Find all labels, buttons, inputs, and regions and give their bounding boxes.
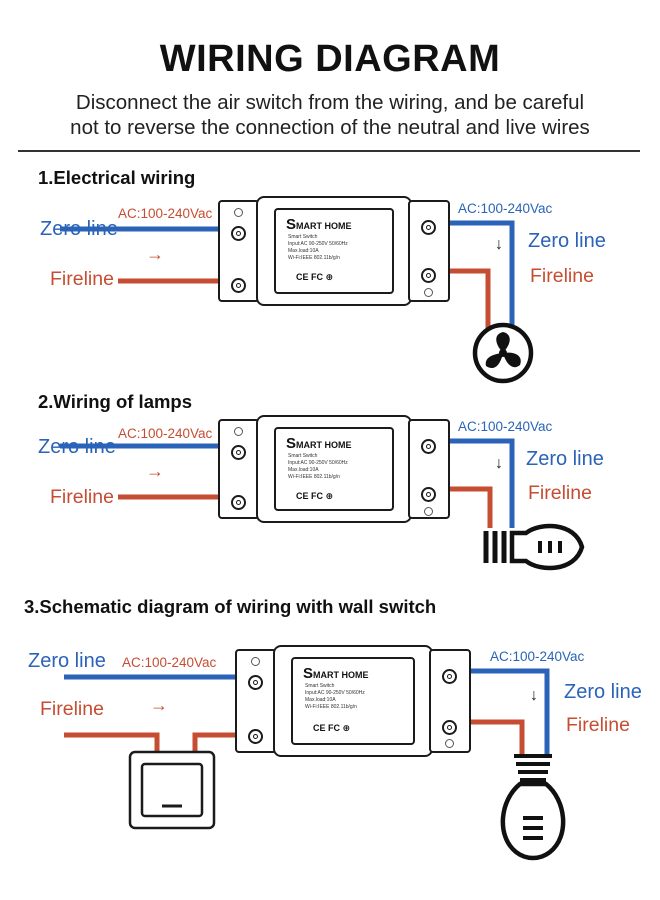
- s2-output-live-wire: [436, 486, 493, 528]
- s1-out-fireline-label: Fireline: [530, 265, 594, 287]
- s3-cert-marks: CE FC ⊕: [313, 723, 351, 733]
- s2-ac-input-label: AC:100-240Vac: [118, 426, 213, 441]
- s1-fireline-label: Fireline: [50, 268, 114, 290]
- s2-ac-output-label: AC:100-240Vac: [458, 419, 553, 434]
- s3-arrow-right-icon: →: [150, 695, 168, 715]
- s3-input-live-wire: [64, 732, 160, 752]
- s3-smart-switch-module: SMART HOME Smart Switch Input:AC 90-250V…: [235, 645, 471, 757]
- s2-terminal-in-l: [231, 495, 246, 510]
- s2-zero-line-label: Zero line: [38, 436, 116, 458]
- s2-output-terminal-block: [408, 419, 450, 519]
- s2-module-body: SMART HOME Smart Switch Input:AC 90-250V…: [256, 415, 412, 523]
- subtitle-line-1: Disconnect the air switch from the wirin…: [75, 91, 585, 114]
- s3-out-fireline-label: Fireline: [566, 714, 630, 736]
- section-2-wires: [60, 438, 515, 528]
- s1-output-live-wire: [436, 268, 491, 332]
- s1-terminal-in-n: [231, 226, 246, 241]
- s3-ac-output-label: AC:100-240Vac: [490, 649, 585, 664]
- s3-module-label-panel: SMART HOME Smart Switch Input:AC 90-250V…: [291, 657, 415, 745]
- s1-terminal-out-l: [421, 268, 436, 283]
- s1-zero-line-label: Zero line: [40, 218, 118, 240]
- s3-input-terminal-block: [235, 649, 277, 753]
- s2-terminal-out-l: [421, 487, 436, 502]
- wall-switch-icon: [128, 750, 216, 830]
- s3-output-terminal-block: [429, 649, 471, 753]
- s3-zero-line-label: Zero line: [28, 650, 106, 672]
- s2-output-neutral-wire: [436, 438, 515, 528]
- section-1-title: 1.Electrical wiring: [38, 167, 196, 188]
- s2-fireline-label: Fireline: [50, 486, 114, 508]
- s1-input-terminal-block: [218, 200, 260, 302]
- s2-out-zero-line-label: Zero line: [526, 448, 604, 470]
- fan-icon: [472, 322, 534, 384]
- bulb-icon: [483, 523, 585, 571]
- s3-out-zero-line-label: Zero line: [564, 681, 642, 703]
- hanging-bulb-icon: [500, 754, 566, 861]
- s1-terminal-in-l: [231, 278, 246, 293]
- s3-terminal-in-n: [248, 675, 263, 690]
- s3-terminal-in-l: [248, 729, 263, 744]
- s1-output-neutral-wire: [436, 220, 515, 332]
- s2-terminal-in-n: [231, 445, 246, 460]
- s2-smart-switch-module: SMART HOME Smart Switch Input:AC 90-250V…: [218, 415, 450, 523]
- s3-brand-text: SMART HOME: [303, 665, 369, 682]
- s2-module-label-panel: SMART HOME Smart Switch Input:AC 90-250V…: [274, 427, 394, 511]
- divider: [18, 150, 640, 152]
- section-1-wires: [60, 220, 515, 332]
- s2-out-fireline-label: Fireline: [528, 482, 592, 504]
- s2-arrow-down-icon: ↓: [495, 455, 503, 472]
- section-2-title: 2.Wiring of lamps: [38, 391, 193, 412]
- s2-arrow-right-icon: →: [146, 461, 164, 481]
- s2-terminal-out-n: [421, 439, 436, 454]
- s1-smart-switch-module: SMART HOME Smart Switch Input:AC 90-250V…: [218, 196, 450, 306]
- s3-output-neutral-wire: [455, 668, 550, 755]
- subtitle-line-2: not to reverse the connection of the neu…: [70, 116, 590, 139]
- s2-input-terminal-block: [218, 419, 260, 519]
- section-3-title: 3.Schematic diagram of wiring with wall …: [24, 596, 437, 617]
- s2-cert-marks: CE FC ⊕: [296, 491, 334, 501]
- s2-brand-text: SMART HOME: [286, 435, 352, 452]
- page-title: WIRING DIAGRAM: [159, 38, 501, 80]
- s3-module-body: SMART HOME Smart Switch Input:AC 90-250V…: [273, 645, 433, 757]
- s3-output-live-wire: [455, 719, 525, 755]
- s1-arrow-right-icon: →: [146, 244, 164, 264]
- s1-out-zero-line-label: Zero line: [528, 230, 606, 252]
- s1-module-label-panel: SMART HOME Smart Switch Input:AC 90-250V…: [274, 208, 394, 294]
- s3-switch-to-module-wire: [192, 732, 250, 752]
- s1-cert-marks: CE FC ⊕: [296, 272, 334, 282]
- s1-ac-output-label: AC:100-240Vac: [458, 201, 553, 216]
- s3-fireline-label: Fireline: [40, 698, 104, 720]
- s3-arrow-down-icon: ↓: [530, 687, 538, 704]
- s1-terminal-out-n: [421, 220, 436, 235]
- s3-terminal-out-n: [442, 669, 457, 684]
- s1-module-body: SMART HOME Smart Switch Input:AC 90-250V…: [256, 196, 412, 306]
- s3-terminal-out-l: [442, 720, 457, 735]
- section-3-wires: [64, 668, 550, 755]
- s1-output-terminal-block: [408, 200, 450, 302]
- s1-ac-input-label: AC:100-240Vac: [118, 206, 213, 221]
- s1-arrow-down-icon: ↓: [495, 236, 503, 253]
- s1-brand-text: SMART HOME: [286, 216, 352, 233]
- s3-ac-input-label: AC:100-240Vac: [122, 655, 217, 670]
